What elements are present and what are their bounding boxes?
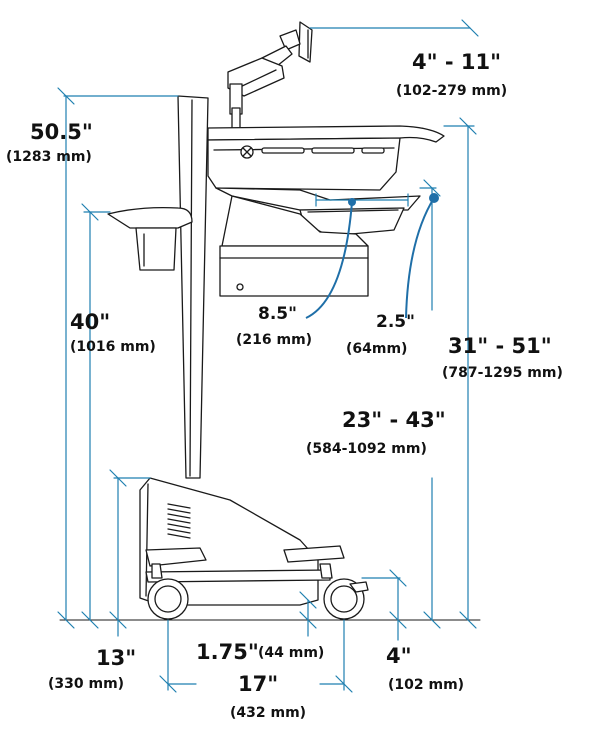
front-wheel bbox=[147, 563, 189, 620]
tray-width-dot bbox=[348, 198, 356, 206]
worksurface-height-label: 31" - 51" bbox=[448, 334, 552, 358]
base-vent bbox=[167, 503, 191, 539]
tray-depth-mm-label: (64mm) bbox=[346, 341, 408, 357]
side-basket bbox=[107, 206, 193, 271]
worksurface-height-mm-label: (787-1295 mm) bbox=[442, 365, 563, 381]
overall-height-label: 50.5" bbox=[30, 120, 93, 144]
wheel-height-label: 4" bbox=[386, 644, 412, 668]
overall-height-mm-label: (1283 mm) bbox=[6, 149, 92, 165]
keyboard-height-label: 23" - 43" bbox=[342, 408, 446, 432]
rear-wheel bbox=[319, 563, 369, 620]
cart-column bbox=[177, 95, 209, 479]
basket-height-mm-label: (1016 mm) bbox=[70, 339, 156, 355]
tray-width-label: 8.5" bbox=[258, 304, 297, 324]
drawer bbox=[219, 245, 369, 297]
keyboard-height-mm-label: (584-1092 mm) bbox=[306, 441, 427, 457]
base-depth-label: 17" bbox=[238, 672, 279, 696]
callout-leaders bbox=[305, 197, 435, 319]
cart-base bbox=[139, 477, 345, 606]
base-depth-mm-label: (432 mm) bbox=[230, 705, 307, 721]
tray-width-mm-label: (216 mm) bbox=[236, 332, 313, 348]
callout-dots bbox=[348, 193, 439, 206]
wheel-height-mm-label: (102 mm) bbox=[388, 677, 465, 693]
base-height-label: 13" bbox=[96, 646, 137, 670]
basket-height-label: 40" bbox=[70, 310, 111, 334]
monitor-arm bbox=[227, 21, 313, 133]
dimension-lines bbox=[57, 19, 479, 693]
arm-reach-label: 4" - 11" bbox=[412, 50, 502, 74]
base-height-mm-label: (330 mm) bbox=[48, 676, 125, 692]
worksurface bbox=[207, 125, 445, 191]
arm-reach-mm-label: (102-279 mm) bbox=[396, 83, 508, 99]
tray-depth-dot bbox=[429, 193, 439, 203]
keyboard-tray bbox=[215, 187, 421, 247]
clearance-label: 1.75" bbox=[196, 640, 259, 664]
tray-depth-label: 2.5" bbox=[376, 312, 415, 332]
clearance-mm-label: (44 mm) bbox=[258, 645, 325, 661]
